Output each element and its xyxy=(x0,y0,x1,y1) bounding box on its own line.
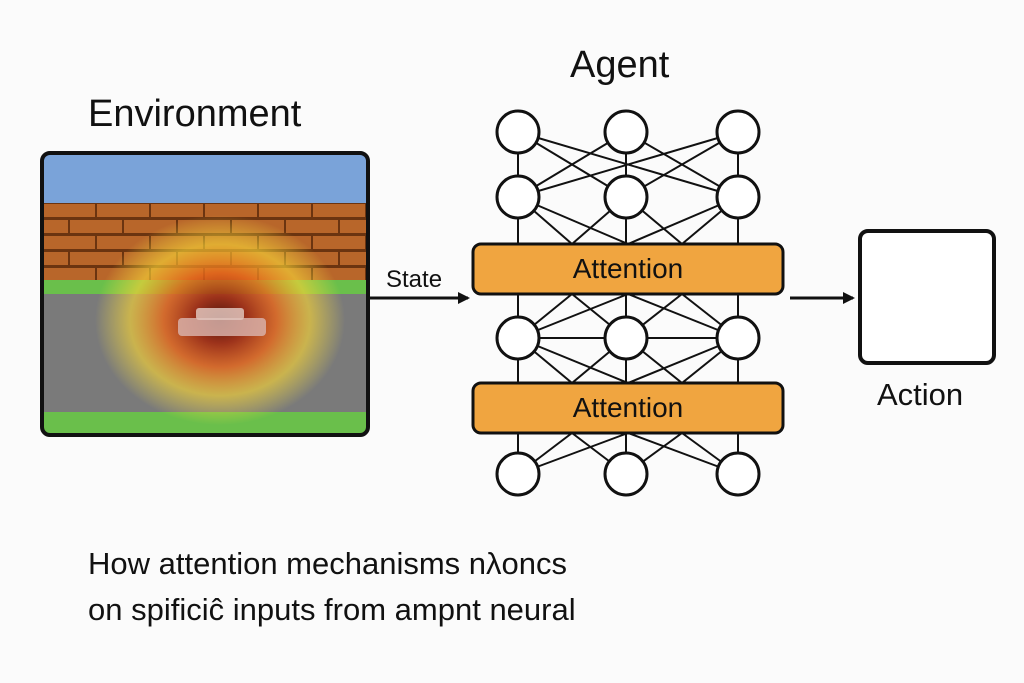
attention-bar-2 xyxy=(471,381,785,435)
agent-title: Agent xyxy=(570,44,670,86)
attention-label-2: Attention xyxy=(572,392,684,423)
attention-bar-1 xyxy=(471,242,785,296)
neuron-node xyxy=(715,451,761,497)
car-icon xyxy=(178,308,266,336)
neuron-node xyxy=(603,174,649,220)
environment-title: Environment xyxy=(88,93,302,135)
action-label: Action xyxy=(877,377,964,412)
neuron-node xyxy=(715,109,761,155)
caption-line-1: How attention mechanisms nλoncs xyxy=(88,546,568,581)
environment-panel xyxy=(42,153,368,435)
neuron-node xyxy=(715,174,761,220)
neuron-node xyxy=(495,109,541,155)
neuron-node xyxy=(495,174,541,220)
neuron-node xyxy=(715,315,761,361)
edge xyxy=(517,131,739,198)
neuron-node xyxy=(603,451,649,497)
action-box xyxy=(858,229,996,365)
network-nodes xyxy=(495,109,761,497)
neuron-node xyxy=(495,451,541,497)
neuron-node xyxy=(603,315,649,361)
attention-label-1: Attention xyxy=(572,253,684,284)
caption-line-2: on spificiĉ inputs from ampnt neural xyxy=(88,592,576,627)
sky xyxy=(42,153,368,203)
state-label: State xyxy=(386,266,443,293)
neuron-node xyxy=(495,315,541,361)
neuron-node xyxy=(603,109,649,155)
environment-frame xyxy=(40,151,370,437)
